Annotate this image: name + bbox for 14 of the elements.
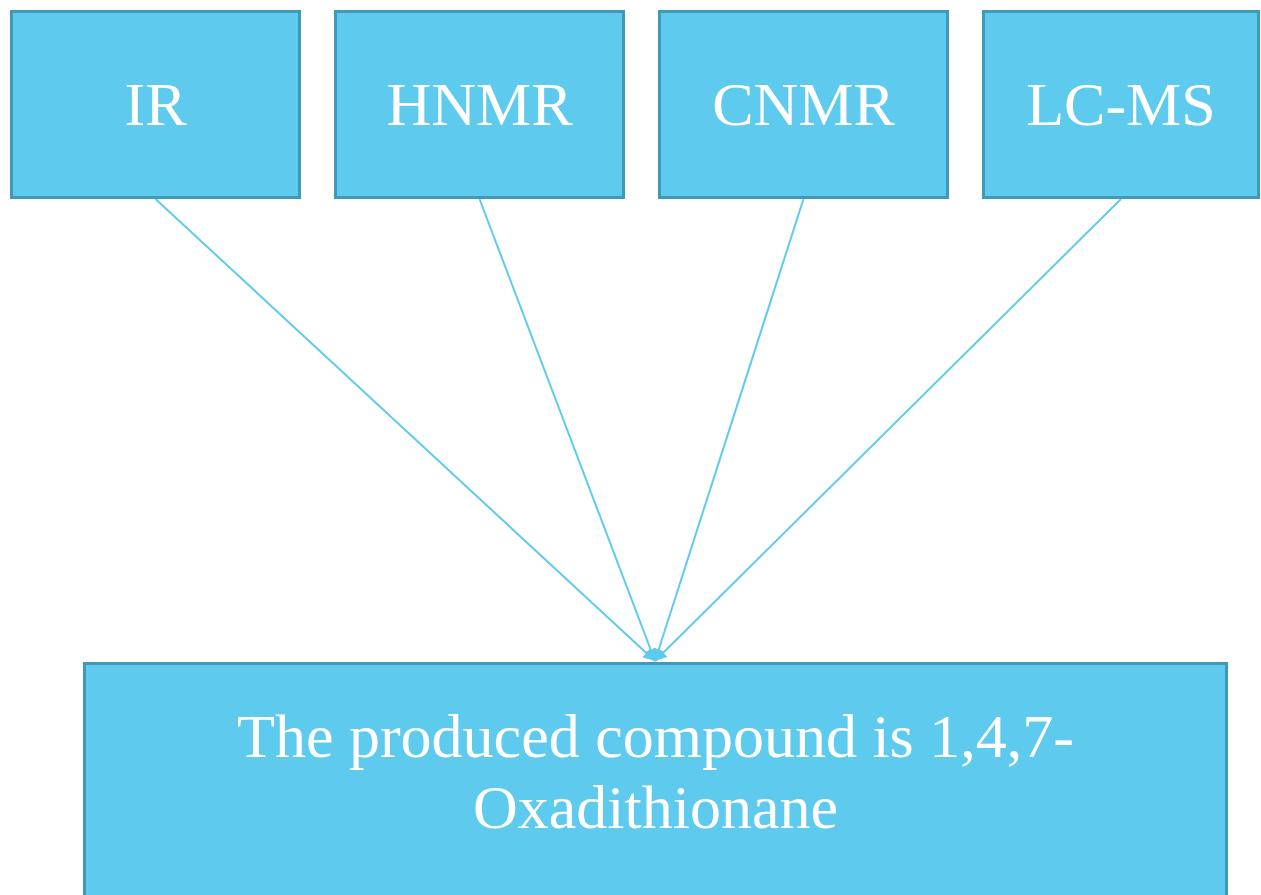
box-label: CNMR	[712, 68, 895, 140]
process-box	[982, 10, 1260, 199]
box-label: IR	[124, 68, 187, 140]
arrow	[478, 198, 657, 662]
box-label: LC-MS	[1026, 68, 1216, 140]
process-box	[334, 10, 625, 199]
process-box	[83, 662, 1228, 895]
arrow	[654, 198, 1122, 662]
arrow	[154, 198, 656, 662]
arrow	[652, 198, 805, 662]
box-label: The produced compound is 1,4,7-Oxadithionane	[236, 701, 1075, 844]
process-box	[10, 10, 301, 199]
process-box	[658, 10, 949, 199]
box-label: HNMR	[386, 68, 573, 140]
